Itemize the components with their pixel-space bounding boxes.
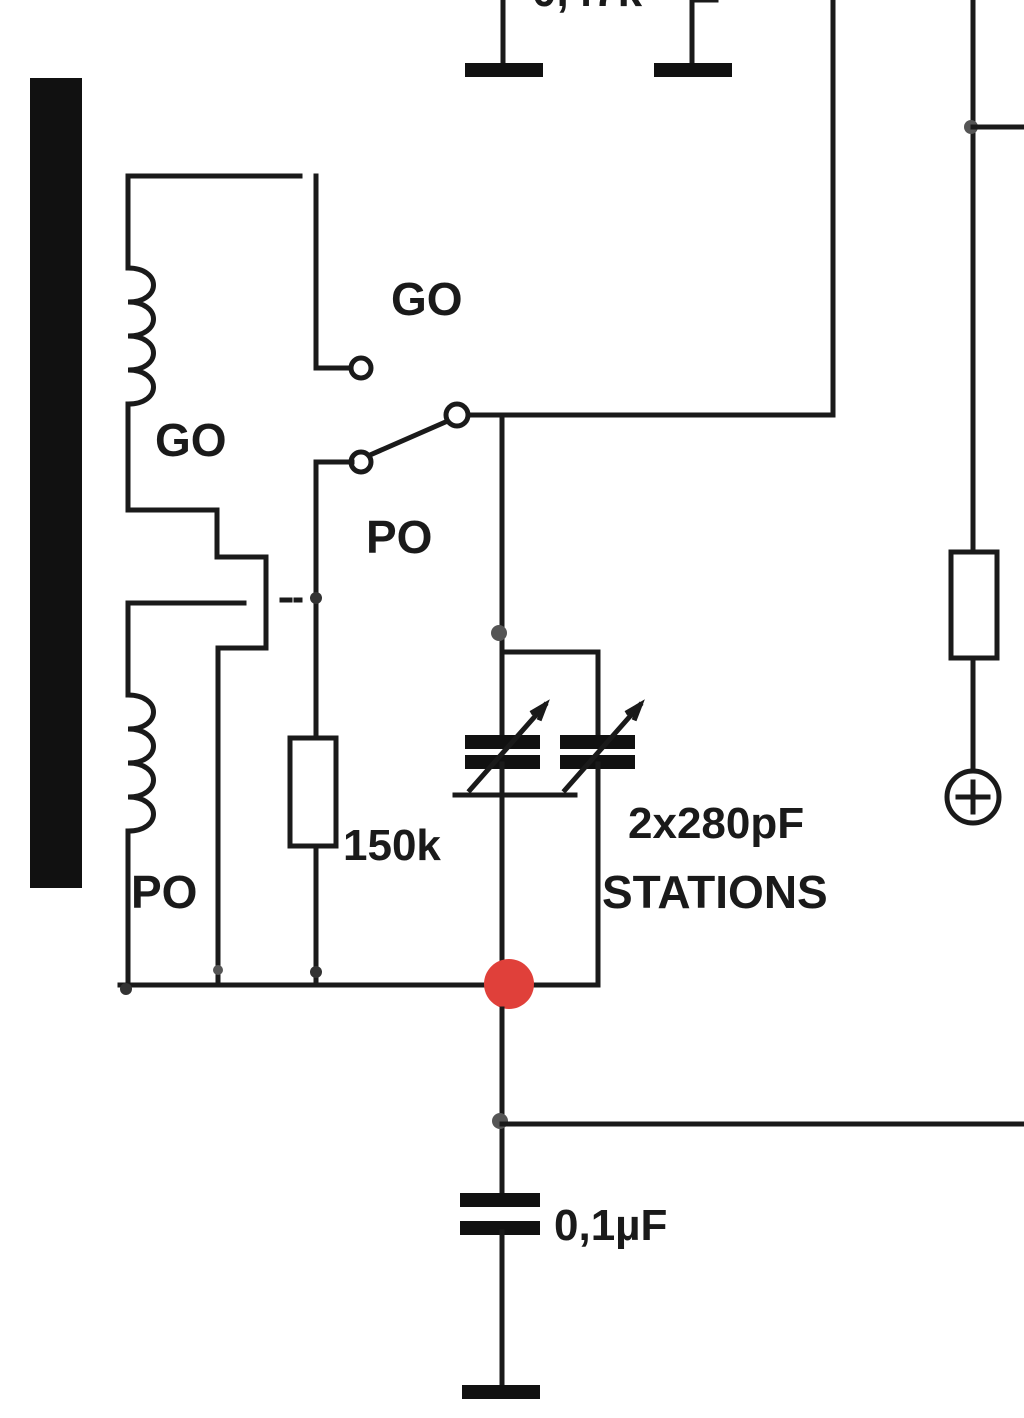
coil-po-label: PO [131, 866, 197, 918]
coil-po [125, 600, 247, 988]
switch-go-label: GO [391, 273, 463, 325]
cap-name-label: STATIONS [602, 866, 828, 918]
resistor-150k [287, 735, 339, 988]
switch-po-label: PO [366, 511, 432, 563]
top-ground-right [654, 0, 732, 77]
supply-line [948, 0, 1024, 778]
tuning-capacitor [452, 417, 645, 988]
ferrite-rod [30, 78, 82, 888]
plus-in-circle-icon [944, 768, 1002, 826]
band-switch [279, 0, 836, 741]
top-label-partial: 0,47k [532, 0, 643, 16]
coil-go [125, 173, 303, 651]
bypass-capacitor [460, 1006, 1024, 1399]
supply-resistor [948, 549, 1000, 661]
resistor-label: 150k [343, 821, 441, 870]
coil-go-label: GO [155, 414, 227, 466]
bypass-cap-label: 0,1µF [554, 1201, 667, 1250]
highlight-marker [484, 959, 534, 1009]
cap-value-label: 2x280pF [628, 799, 804, 848]
top-ground-left [465, 0, 543, 77]
